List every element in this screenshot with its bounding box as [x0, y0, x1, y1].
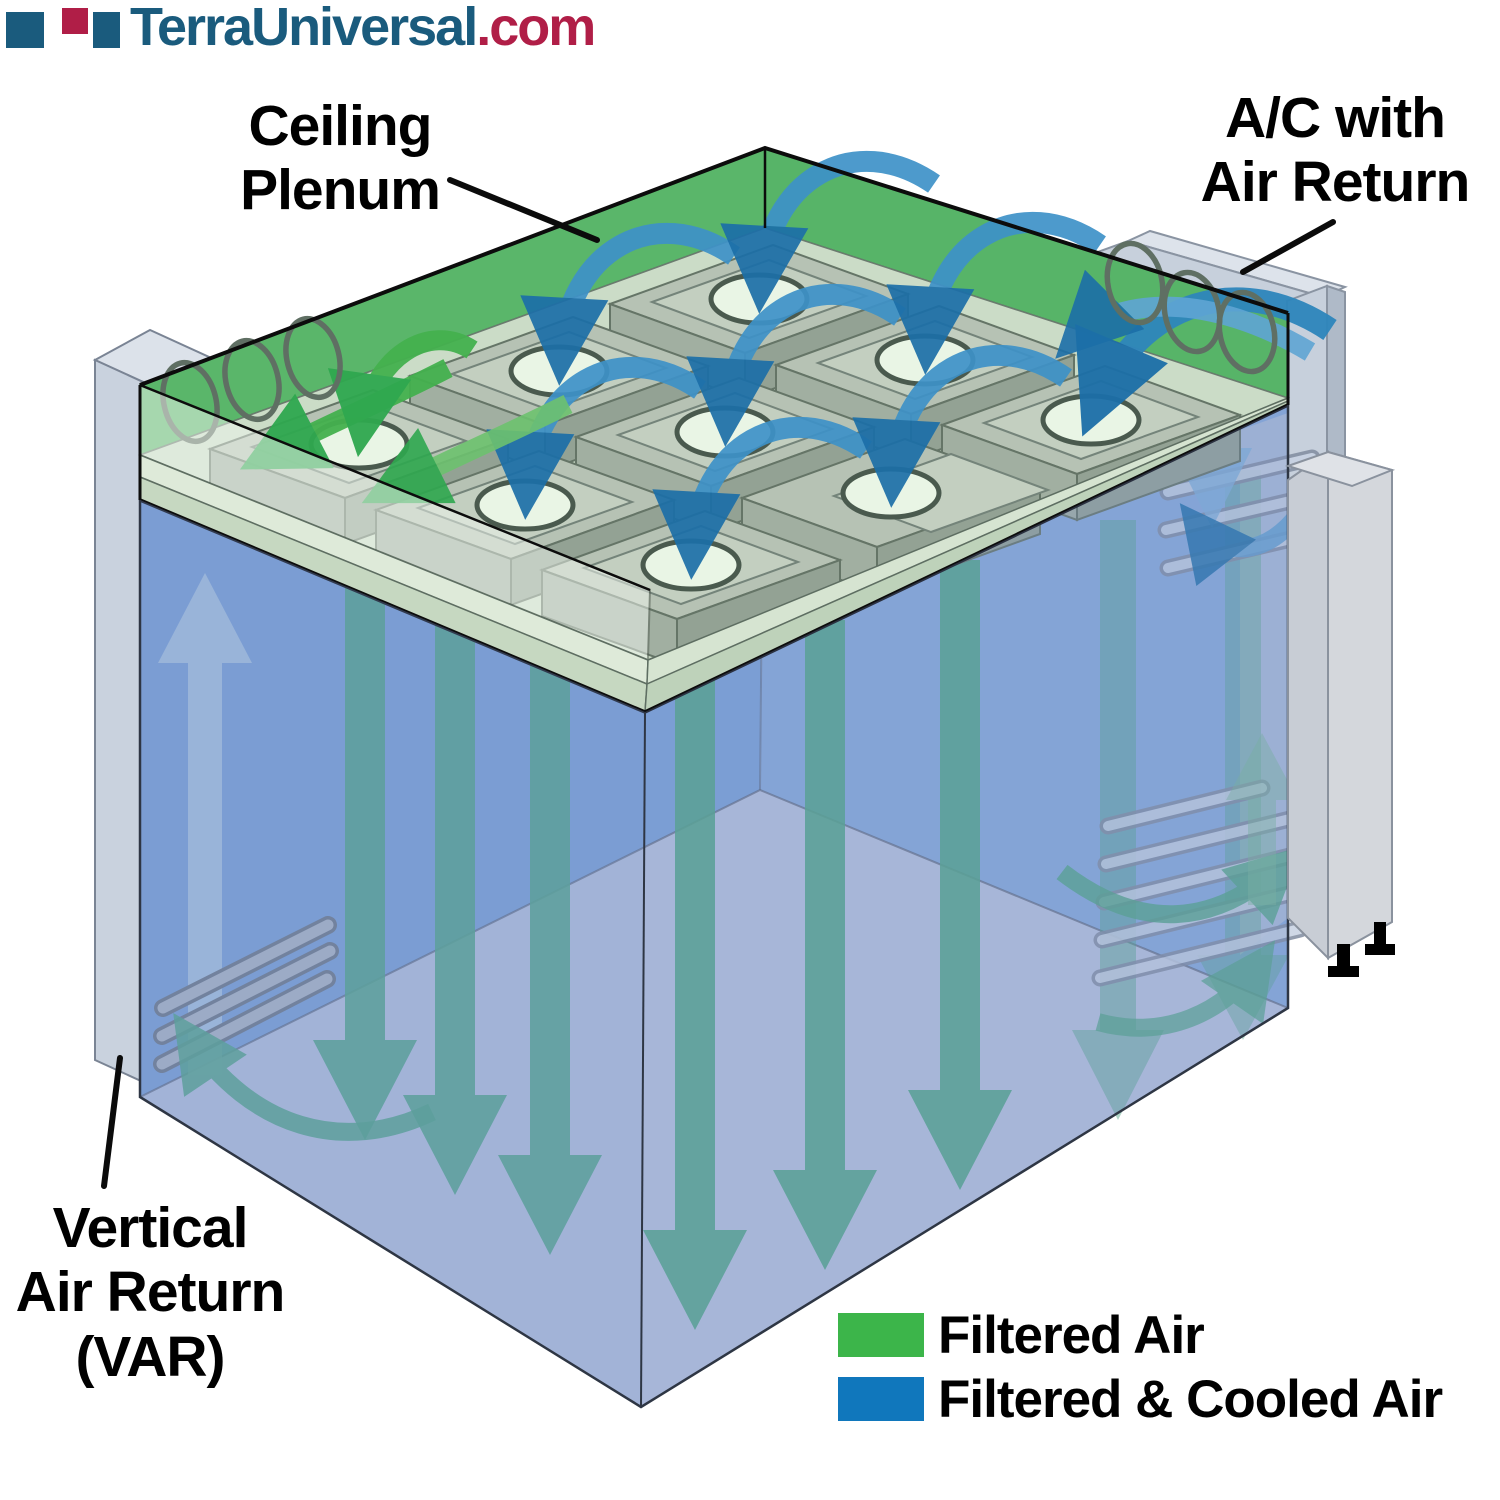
- front-right-wall: [641, 405, 1288, 1407]
- terra-universal-logo: TerraUniversal.com: [6, 0, 596, 54]
- return-air-curve-into-right-duct: [1056, 846, 1303, 926]
- cooled-air-dive-arrow: [486, 356, 706, 520]
- leader-ac: [1240, 219, 1336, 275]
- legend-label: Filtered & Cooled Air: [938, 1369, 1443, 1429]
- duct-foot: [1365, 922, 1395, 955]
- filtered-air-down-arrow-faint: [1197, 470, 1289, 1040]
- logo-text: TerraUniversal.com: [130, 0, 596, 54]
- swirl-icon: [1161, 269, 1223, 355]
- callout-vertical-air-return: Vertical Air Return (VAR): [0, 1196, 300, 1389]
- terra-universal-logo-mark-icon: [6, 8, 120, 48]
- ffu-intake-hole: [1040, 393, 1142, 447]
- duct-foot: [1328, 944, 1359, 977]
- filtered-air-down-arrow: [908, 560, 1012, 1190]
- filtered-air-down-arrow: [498, 605, 602, 1255]
- legend-label: Filtered Air: [938, 1305, 1205, 1365]
- cooled-air-dive-arrow: [652, 416, 872, 580]
- return-air-curve-into-var: [173, 1013, 436, 1141]
- callout-leader-lines: [101, 177, 1336, 1189]
- callout-line: (VAR): [75, 1324, 225, 1389]
- swirl-icon: [1216, 289, 1278, 375]
- filtered-cooled-air-swatch-icon: [838, 1377, 924, 1421]
- legend-row-filtered-cooled-air: Filtered & Cooled Air: [838, 1373, 1443, 1426]
- filtered-air-down-arrow: [313, 545, 417, 1140]
- swirl-icon: [1104, 240, 1166, 326]
- logo-tld: .com: [476, 0, 596, 57]
- leader-var: [101, 1055, 123, 1189]
- filtered-air-plenum-arrow: [361, 395, 573, 504]
- callout-line: Vertical: [52, 1196, 249, 1260]
- filtered-air-dive-arrow: [327, 330, 478, 458]
- right-return-duct: [1284, 450, 1396, 977]
- callout-ceiling-plenum: Ceiling Plenum: [140, 94, 540, 223]
- callout-line: Plenum: [240, 158, 441, 223]
- return-air-up-arrow: [158, 573, 252, 1075]
- swirl-icon: [222, 337, 282, 423]
- return-duct-front-face: [1327, 450, 1393, 960]
- filtered-air-down-arrow: [643, 645, 747, 1330]
- return-duct-left-face: [1287, 450, 1329, 961]
- duct-feet: [1328, 922, 1395, 977]
- callout-ac-with-air-return: A/C with Air Return: [1170, 86, 1500, 215]
- callout-line: Ceiling: [248, 94, 432, 158]
- return-air-up-arrow-right: [1226, 733, 1298, 905]
- logo-brand: TerraUniversal: [130, 0, 478, 57]
- return-air-curve-into-right-duct: [1095, 940, 1276, 1037]
- filtered-air-down-arrow: [403, 575, 507, 1195]
- legend-row-filtered-air: Filtered Air: [838, 1309, 1442, 1362]
- cooled-air-dive-arrow: [520, 222, 740, 386]
- cooled-air-dive-arrow: [852, 344, 1072, 508]
- legend: Filtered Air Filtered & Cooled Air: [838, 1309, 1443, 1440]
- cooled-air-dive-arrow: [886, 211, 1106, 375]
- callout-line: Air Return: [1200, 150, 1471, 215]
- front-left-wall: [140, 500, 645, 1407]
- return-duct-top-face: [1284, 450, 1396, 488]
- cooled-air-dive-arrow: [686, 283, 906, 447]
- cooled-air-dive-arrow: [720, 150, 940, 314]
- right-lower-vents: [1091, 779, 1319, 987]
- filtered-air-swatch-icon: [838, 1313, 924, 1357]
- leader-ceiling-plenum: [447, 177, 600, 243]
- ac-unit-column-side: [1326, 284, 1346, 476]
- callout-line: Air Return: [15, 1260, 286, 1325]
- callout-line: A/C with: [1225, 86, 1446, 150]
- filtered-air-down-arrow: [773, 620, 877, 1270]
- swirl-icon: [283, 315, 343, 401]
- air-swirl-icons: [160, 240, 1278, 445]
